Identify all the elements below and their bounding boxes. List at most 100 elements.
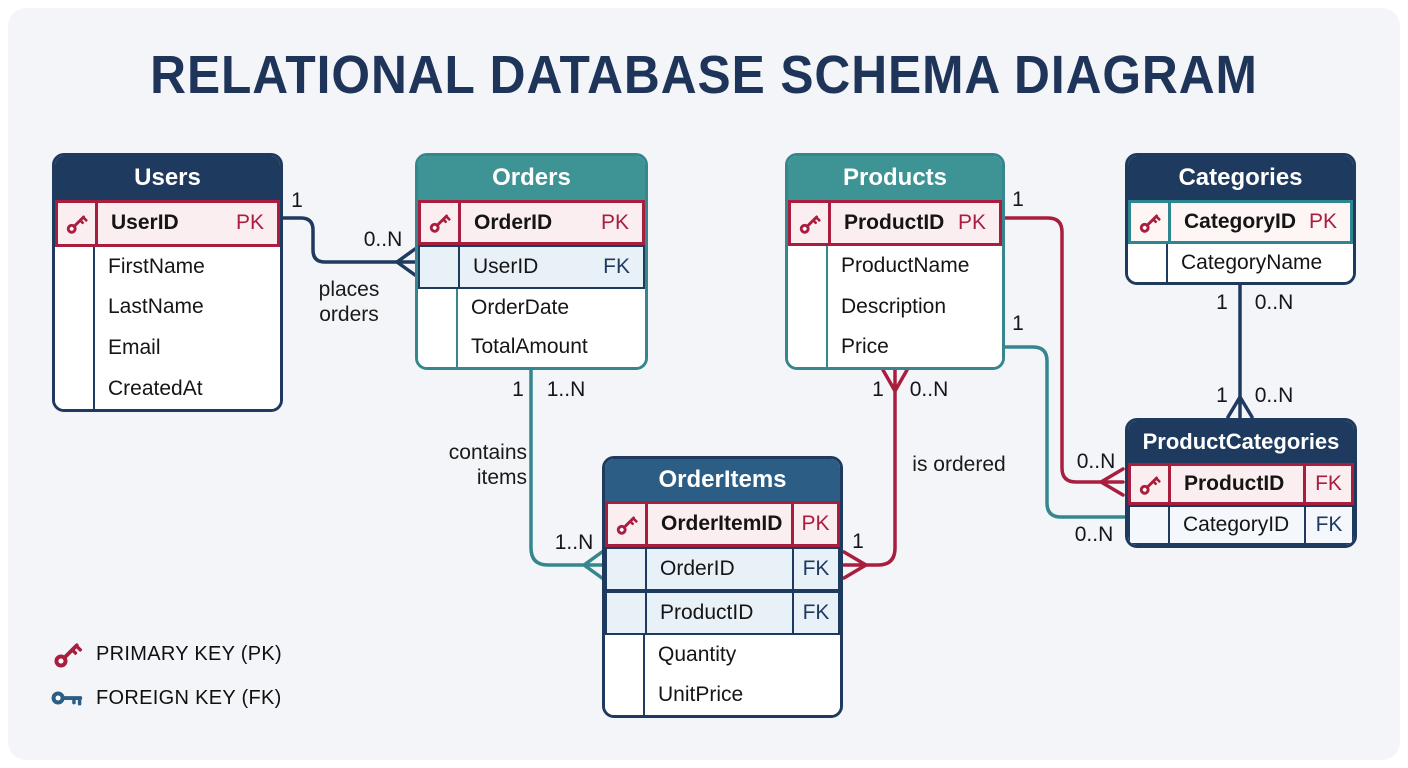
table-row: UserID PK (55, 200, 280, 247)
cardinality-label: 0..N (1254, 291, 1294, 314)
field-name: UnitPrice (658, 683, 744, 706)
field-name: ProductID (660, 601, 754, 624)
table-products-header: Products (788, 156, 1002, 200)
table-row: OrderID FK (605, 547, 840, 591)
primary-key-icon (1131, 203, 1171, 241)
primary-key-icon (421, 203, 461, 243)
table-row: LastName (55, 287, 280, 328)
field-name: LastName (108, 295, 204, 319)
pk-badge: PK (791, 504, 837, 544)
table-row: ProductID FK (605, 591, 840, 635)
table-row: Quantity (605, 635, 840, 675)
icon-column (788, 286, 828, 327)
table-row: ProductID FK (1128, 463, 1354, 505)
field-name: UserID (473, 254, 539, 278)
icon-column (418, 288, 458, 328)
field-name: Email (108, 336, 161, 360)
table-row: Price (788, 326, 1002, 367)
table-row: FirstName (55, 246, 280, 288)
field-name: Quantity (658, 643, 737, 666)
foreign-key-icon (46, 688, 90, 708)
icon-column (55, 246, 95, 288)
field-name: CategoryName (1181, 251, 1323, 274)
icon-column (420, 247, 460, 287)
icon-column (607, 549, 647, 589)
icon-column (418, 327, 458, 367)
cardinality-label: 1 (512, 378, 524, 401)
table-row: Email (55, 327, 280, 369)
table-orders: Orders OrderID PK UserID FK OrderDate Tota… (415, 153, 648, 370)
icon-column (605, 675, 645, 715)
table-row: OrderItemID PK (605, 501, 840, 547)
page-title: RELATIONAL DATABASE SCHEMA DIAGRAM (150, 45, 1258, 105)
table-categories-header: Categories (1128, 156, 1353, 200)
primary-key-icon (791, 203, 831, 244)
cardinality-label: 1 (852, 530, 864, 553)
icon-column (788, 326, 828, 367)
relationship-label-is-ordered: is ordered (912, 453, 1006, 476)
fk-badge: FK (603, 254, 630, 278)
table-row: CategoryID PK (1128, 200, 1353, 244)
cardinality-label: 0..N (1254, 384, 1294, 407)
legend: PRIMARY KEY (PK) FOREIGN KEY (FK) (46, 632, 282, 720)
cardinality-label: 0..N (363, 228, 403, 251)
table-row: CreatedAt (55, 368, 280, 409)
primary-key-icon (1131, 466, 1171, 502)
legend-foreign-key-label: FOREIGN KEY (FK) (96, 686, 282, 709)
relationship-label-places-orders: places orders (318, 278, 380, 326)
fk-badge: FK (792, 549, 838, 589)
table-row: Description (788, 286, 1002, 327)
pk-badge: PK (600, 210, 629, 234)
field-name: ProductName (841, 254, 970, 278)
cardinality-label: 0..N (1076, 450, 1116, 473)
cardinality-label: 1 (872, 378, 884, 401)
legend-primary-key: PRIMARY KEY (PK) (46, 632, 282, 676)
table-categories: Categories CategoryID PK CategoryName (1125, 153, 1356, 285)
icon-column (55, 327, 95, 369)
field-name: OrderID (474, 210, 553, 234)
table-row: CategoryID FK (1128, 505, 1354, 545)
cardinality-label: 1 (1216, 384, 1228, 407)
field-name: ProductID (1184, 472, 1285, 495)
cardinality-label: 1 (1012, 312, 1024, 335)
table-row: TotalAmount (418, 327, 645, 367)
table-row: UserID FK (418, 245, 645, 289)
field-name: OrderItemID (661, 512, 783, 535)
icon-column (55, 368, 95, 409)
relationship-label-contains-items: contains items (448, 441, 527, 489)
primary-key-icon (608, 504, 648, 544)
field-name: UserID (111, 211, 179, 235)
icon-column (607, 593, 647, 633)
table-row: UnitPrice (605, 675, 840, 715)
pk-badge: PK (1308, 210, 1337, 233)
pk-badge: PK (235, 211, 264, 235)
fk-badge: FK (1303, 466, 1351, 502)
field-name: OrderDate (471, 296, 570, 320)
field-name: Price (841, 334, 889, 358)
fk-badge: FK (1304, 507, 1352, 543)
icon-column (788, 246, 828, 287)
table-users-header: Users (55, 156, 280, 200)
primary-key-icon (58, 203, 98, 244)
cardinality-label: 1..N (554, 531, 594, 554)
table-row: ProductName (788, 246, 1002, 287)
legend-foreign-key: FOREIGN KEY (FK) (46, 676, 282, 720)
table-productcategories-header: ProductCategories (1128, 421, 1354, 463)
table-orderitems: OrderItems OrderItemID PK OrderID FK Pro… (602, 456, 843, 718)
fk-badge: FK (792, 593, 838, 633)
field-name: TotalAmount (471, 335, 588, 359)
field-name: CategoryID (1184, 210, 1297, 233)
legend-primary-key-label: PRIMARY KEY (PK) (96, 642, 282, 665)
field-name: CreatedAt (108, 376, 203, 400)
table-row: OrderID PK (418, 200, 645, 246)
cardinality-label: 1 (1216, 291, 1228, 314)
table-orderitems-header: OrderItems (605, 459, 840, 501)
table-orders-header: Orders (418, 156, 645, 200)
cardinality-label: 1 (1012, 188, 1024, 211)
pk-badge: PK (957, 211, 986, 235)
field-name: Description (841, 294, 947, 318)
cardinality-label: 1 (291, 189, 303, 212)
field-name: FirstName (108, 254, 205, 278)
